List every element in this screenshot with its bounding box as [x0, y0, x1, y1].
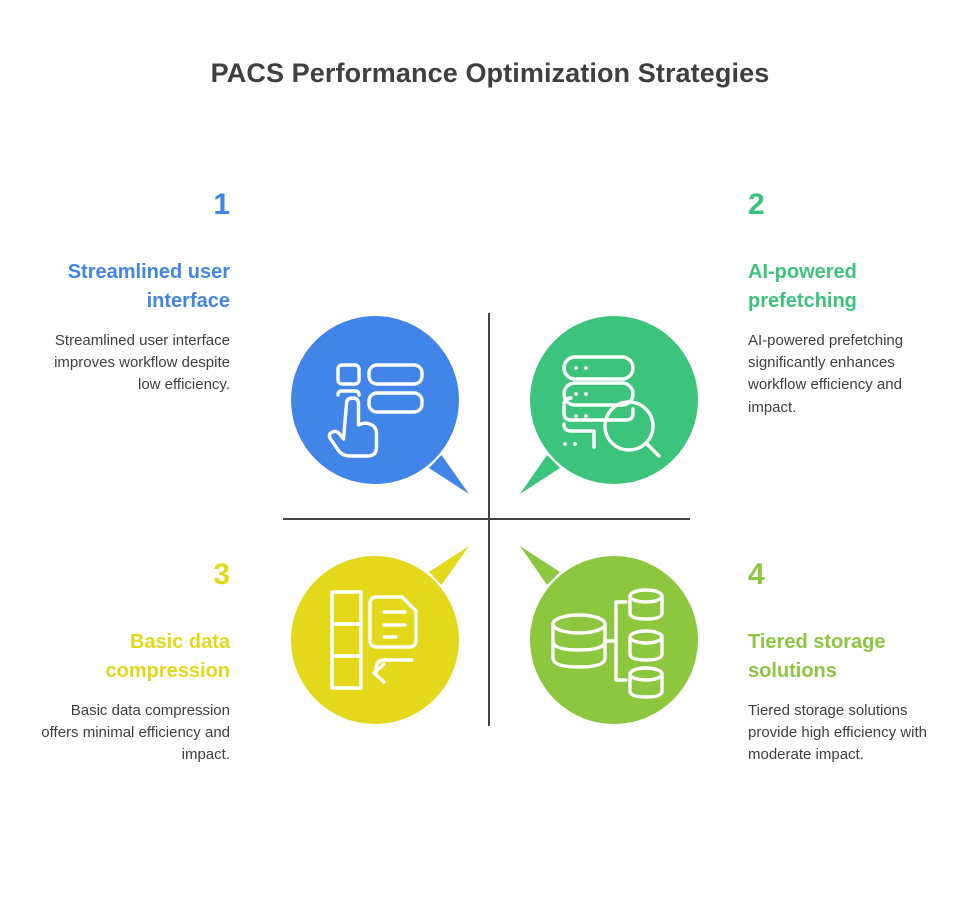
divider-horizontal: [283, 518, 690, 520]
bubble-2-circle: [530, 316, 698, 484]
quadrant-4: 4 Tiered storage solutions Tiered storag…: [748, 560, 948, 767]
bubble-2-shape: [520, 455, 560, 494]
bubble-3-circle: [291, 556, 459, 724]
bubble-4-shape: [520, 546, 560, 585]
speech-bubble-4: [516, 542, 698, 724]
compression-document-icon: [330, 590, 418, 690]
speech-bubble-2: [516, 316, 698, 498]
divider-vertical: [488, 313, 490, 726]
quadrant-2-body: AI-powered prefetching significantly enh…: [748, 332, 904, 416]
quadrant-1-heading: Streamlined user interface: [67, 261, 230, 312]
quadrant-4-heading: Tiered storage solutions: [748, 631, 886, 682]
quadrant-2: 2 AI-powered prefetching AI-powered pref…: [748, 190, 948, 419]
quadrant-3: 3 Basic data compression Basic data comp…: [30, 560, 230, 767]
bubble-1-shape: [429, 455, 469, 494]
quadrant-2-heading: AI-powered prefetching: [748, 261, 857, 312]
quadrant-1: 1 Streamlined user interface Streamlined…: [30, 190, 230, 397]
quadrant-4-body: Tiered storage solutions provide high ef…: [748, 702, 927, 764]
bubble-1-circle: [291, 316, 459, 484]
quadrant-1-number: 1: [213, 188, 230, 221]
quadrant-2-number: 2: [748, 188, 765, 221]
speech-bubble-3: [291, 542, 473, 724]
quadrant-4-number: 4: [748, 558, 765, 591]
quadrant-3-heading: Basic data compression: [105, 631, 230, 682]
quadrant-3-body: Basic data compression offers minimal ef…: [41, 702, 230, 764]
bubble-3-shape: [429, 546, 469, 585]
ui-cursor-icon: [327, 363, 424, 458]
quadrant-1-body: Streamlined user interface improves work…: [54, 332, 230, 394]
speech-bubble-1: [291, 316, 473, 498]
tiered-database-icon: [551, 588, 664, 699]
page-title: PACS Performance Optimization Strategies: [210, 58, 770, 88]
quadrant-3-number: 3: [213, 558, 230, 591]
server-search-icon: [562, 355, 661, 458]
